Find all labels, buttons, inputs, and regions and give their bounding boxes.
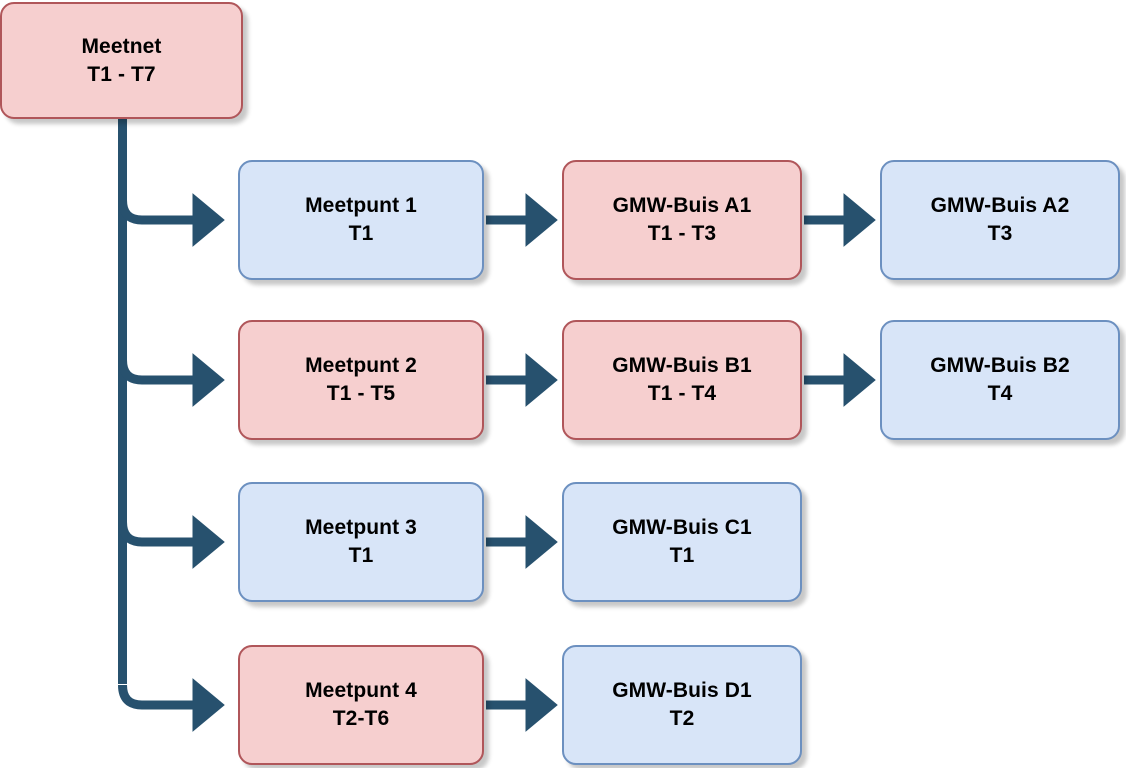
node-meetpunt-4-period: T2-T6	[332, 707, 390, 730]
edge-meetnet-to-meetpunt-1	[118, 193, 225, 247]
node-meetpunt-4-title: Meetpunt 4	[305, 679, 417, 702]
node-gmw-buis-b1-title: GMW-Buis B1	[612, 354, 752, 377]
node-gmw-buis-a2-title: GMW-Buis A2	[930, 194, 1070, 217]
node-meetpunt-3-period: T1	[348, 544, 374, 567]
node-meetnet-period: T1 - T7	[87, 62, 156, 86]
node-gmw-buis-b2[interactable]: GMW-Buis B2 T4	[880, 320, 1120, 440]
node-gmw-buis-a2[interactable]: GMW-Buis A2 T3	[880, 160, 1120, 280]
node-meetnet[interactable]: Meetnet T1 - T7	[0, 2, 243, 119]
node-gmw-buis-b2-title: GMW-Buis B2	[930, 354, 1070, 377]
node-gmw-buis-c1-title: GMW-Buis C1	[612, 516, 752, 539]
node-gmw-buis-a2-period: T3	[987, 222, 1013, 245]
edge-meetnet-to-meetpunt-3	[118, 515, 225, 569]
node-meetpunt-3[interactable]: Meetpunt 3 T1	[238, 482, 484, 602]
node-meetpunt-1-title: Meetpunt 1	[305, 194, 417, 217]
node-meetnet-title: Meetnet	[81, 34, 162, 58]
node-gmw-buis-b2-period: T4	[987, 382, 1013, 405]
edge-meetnet-to-meetpunt-4	[118, 678, 225, 732]
node-meetpunt-4[interactable]: Meetpunt 4 T2-T6	[238, 645, 484, 765]
node-gmw-buis-d1-title: GMW-Buis D1	[612, 679, 752, 702]
node-gmw-buis-a1[interactable]: GMW-Buis A1 T1 - T3	[562, 160, 802, 280]
node-gmw-buis-d1[interactable]: GMW-Buis D1 T2	[562, 645, 802, 765]
node-gmw-buis-c1[interactable]: GMW-Buis C1 T1	[562, 482, 802, 602]
node-meetpunt-2-period: T1 - T5	[326, 382, 396, 405]
node-meetpunt-1-period: T1	[348, 222, 374, 245]
node-gmw-buis-b1[interactable]: GMW-Buis B1 T1 - T4	[562, 320, 802, 440]
node-gmw-buis-d1-period: T2	[669, 707, 695, 730]
node-meetpunt-3-title: Meetpunt 3	[305, 516, 417, 539]
node-gmw-buis-c1-period: T1	[669, 544, 695, 567]
node-meetpunt-1[interactable]: Meetpunt 1 T1	[238, 160, 484, 280]
node-gmw-buis-a1-period: T1 - T3	[647, 222, 717, 245]
node-meetpunt-2-title: Meetpunt 2	[305, 354, 417, 377]
node-meetpunt-2[interactable]: Meetpunt 2 T1 - T5	[238, 320, 484, 440]
node-gmw-buis-a1-title: GMW-Buis A1	[612, 194, 752, 217]
node-gmw-buis-b1-period: T1 - T4	[647, 382, 717, 405]
edge-meetnet-to-meetpunt-2	[118, 353, 225, 407]
